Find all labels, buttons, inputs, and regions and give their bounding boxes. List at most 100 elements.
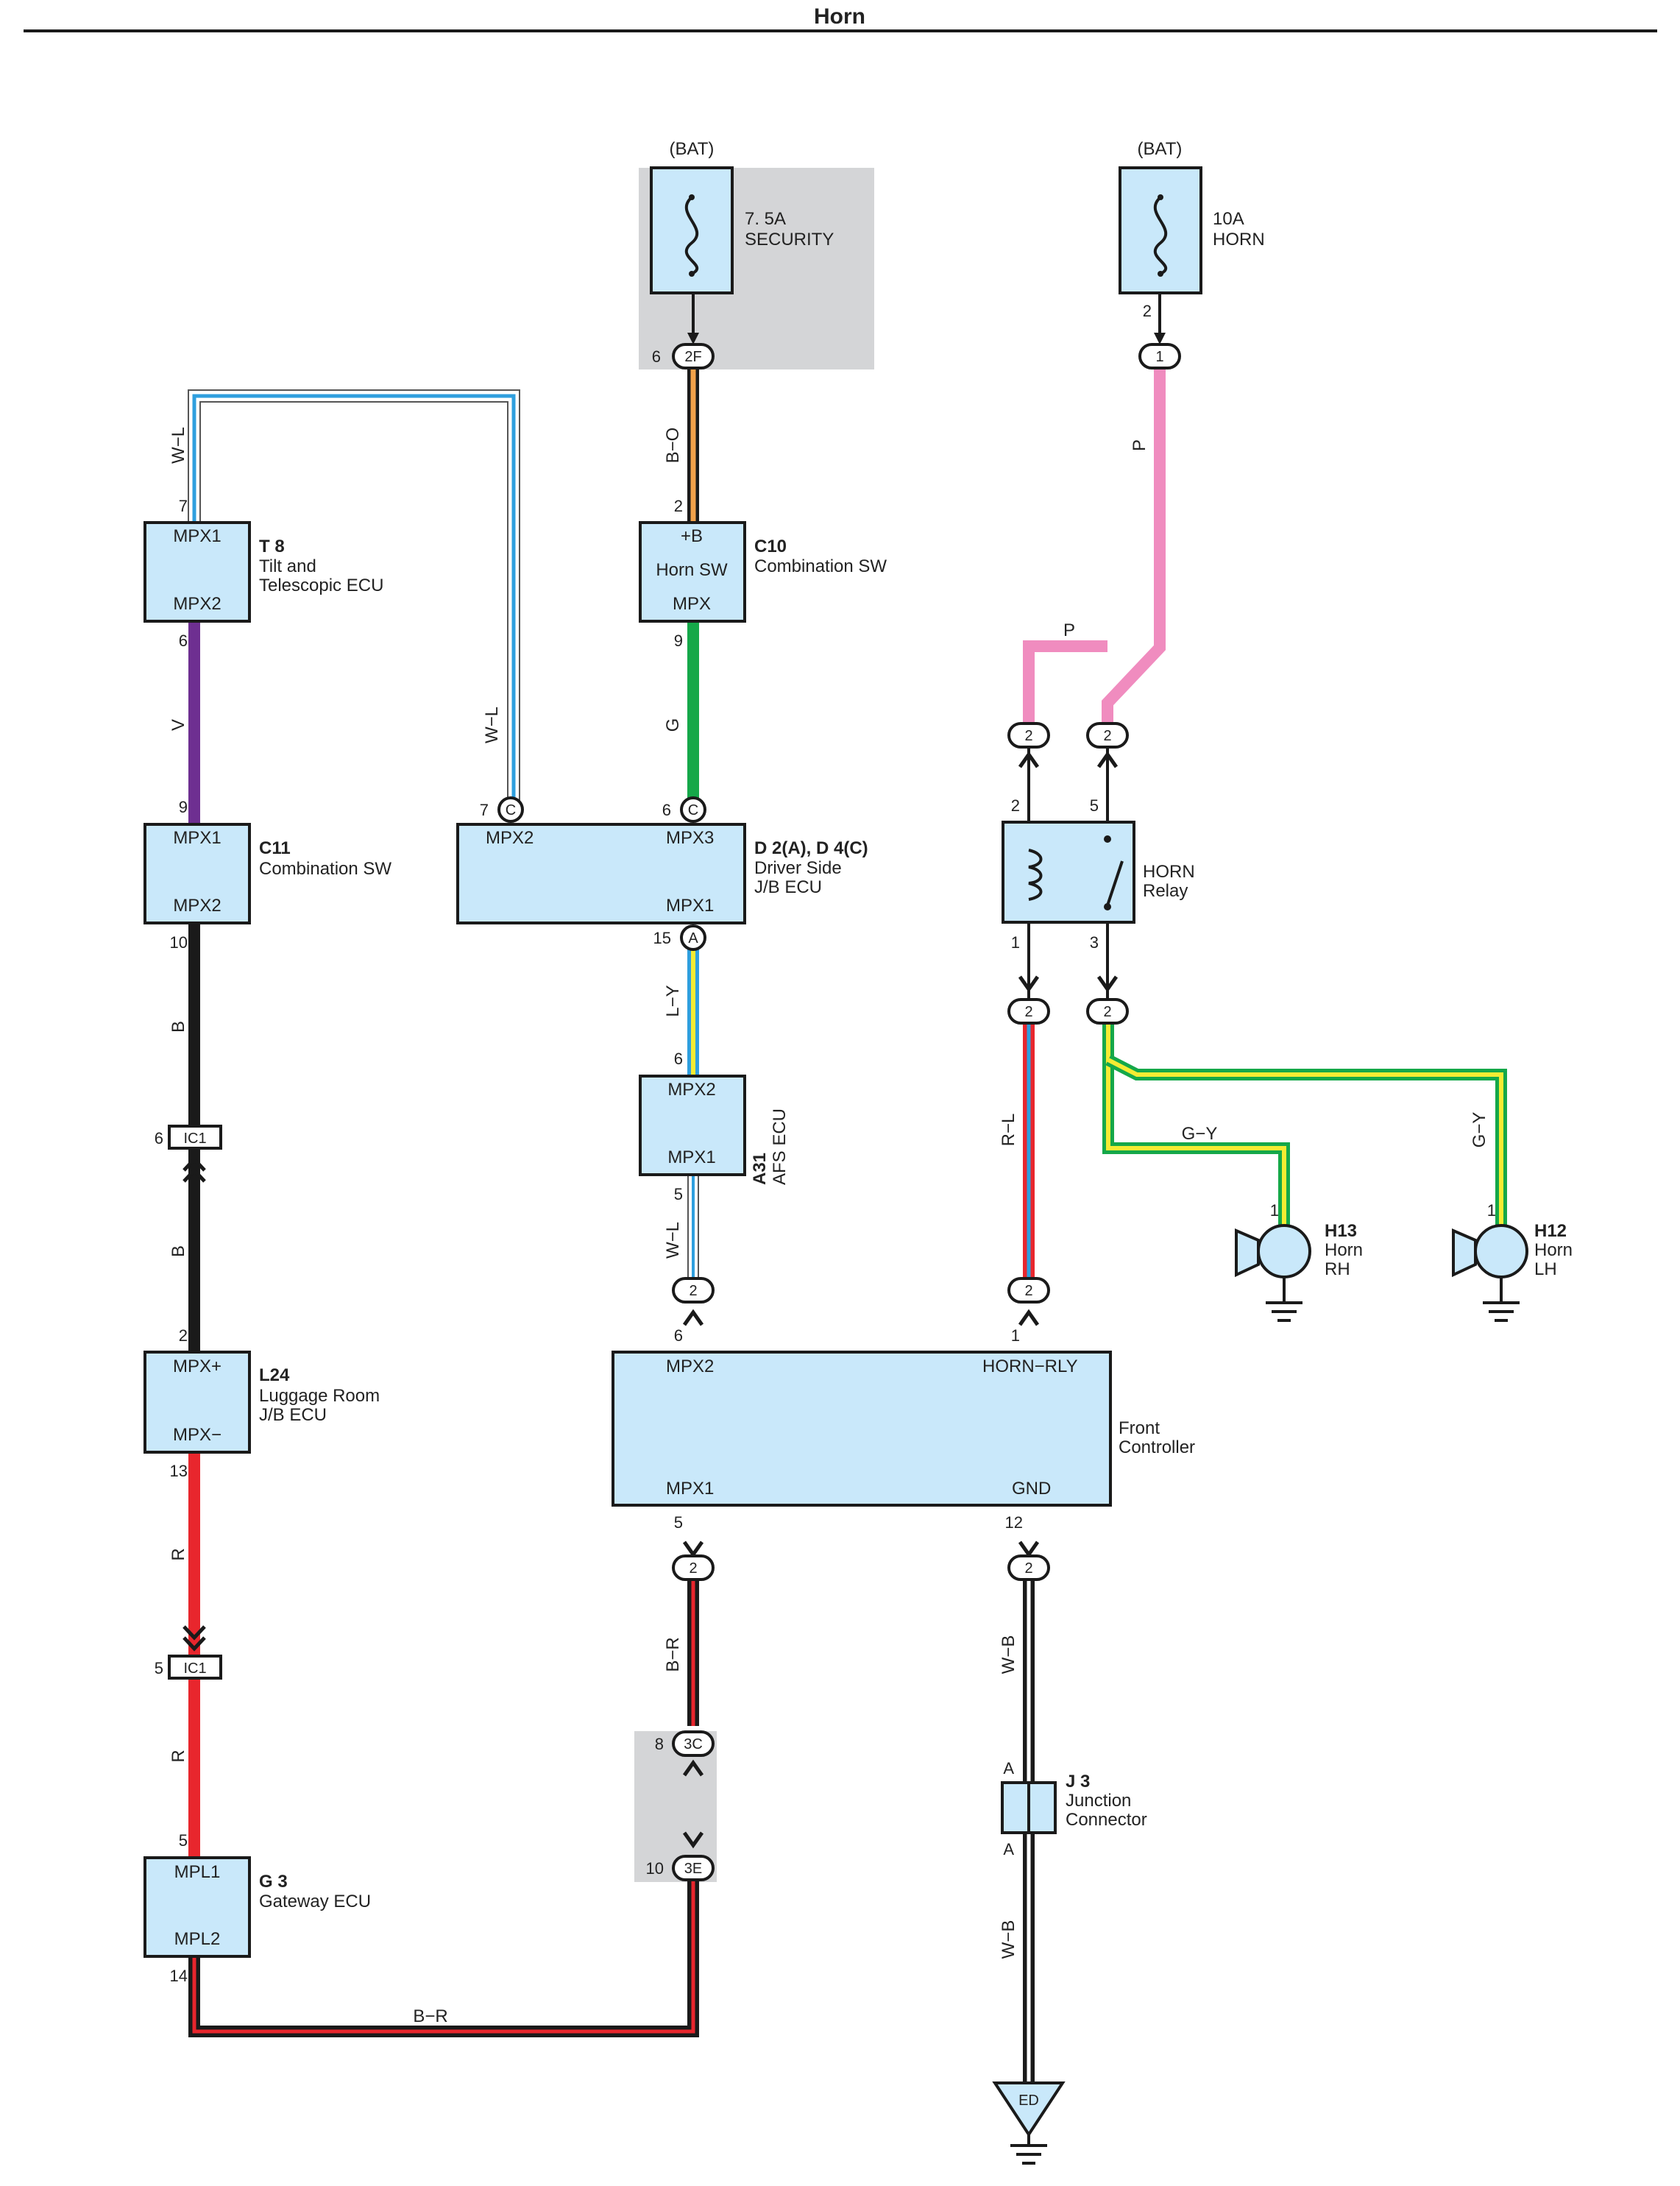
svg-text:Horn SW: Horn SW [656,560,728,580]
svg-text:A: A [688,930,698,947]
component-l24: MPX+ MPX− L24 Luggage Room J/B ECU 2 13 [143,1326,380,1480]
svg-text:15: 15 [653,929,671,947]
svg-text:Driver Side: Driver Side [754,858,842,878]
svg-text:Front: Front [1119,1418,1160,1438]
wire-gy [1102,1023,1507,1225]
fuse-security-name: SECURITY [745,230,834,250]
connector-gnd-2: 2 [1007,1541,1050,1581]
svg-text:5: 5 [674,1513,683,1532]
svg-text:5: 5 [155,1659,163,1677]
svg-text:10: 10 [170,933,188,952]
svg-text:MPX2: MPX2 [173,896,221,916]
svg-text:6: 6 [155,1129,163,1147]
wire-label-gy-h13: G−Y [1182,1124,1218,1144]
svg-text:Connector: Connector [1066,1810,1147,1830]
wire-wl-top [188,389,520,808]
svg-text:MPL2: MPL2 [174,1929,221,1949]
h13-id: H13 [1325,1221,1357,1241]
svg-text:5: 5 [1090,796,1099,815]
wire-label-v: V [169,719,188,731]
svg-text:IC1: IC1 [183,1131,206,1147]
relay-top-connectors: 2 2 [1007,722,1129,768]
junction-ic1-upper: IC1 6 [155,1125,222,1183]
component-j3: A A J 3 Junction Connector [1001,1759,1147,1858]
svg-text:A: A [1003,1840,1014,1858]
component-c10: +B Horn SW MPX C10 Combination SW 2 9 [639,497,887,650]
svg-text:MPX1: MPX1 [667,1147,715,1167]
svg-text:8: 8 [655,1735,664,1753]
svg-text:6: 6 [662,801,671,819]
svg-text:1: 1 [1011,1326,1020,1345]
svg-text:J/B ECU: J/B ECU [259,1405,327,1425]
svg-text:+B: +B [681,526,703,546]
t8-id: T 8 [259,537,285,556]
svg-text:3: 3 [1090,933,1099,952]
bat-left-label: (BAT) [670,139,715,159]
svg-text:7: 7 [480,801,489,819]
wire-label-br-ctrl: B−R [663,1637,683,1672]
svg-text:Horn: Horn [1325,1240,1363,1260]
svg-text:2: 2 [1103,728,1111,744]
fuse-horn-name: HORN [1213,230,1265,250]
wire-label-wl-afs: W−L [663,1222,683,1259]
svg-text:10: 10 [646,1859,664,1878]
svg-text:Telescopic ECU: Telescopic ECU [259,576,383,595]
junction-ic1-lower: IC1 5 [155,1625,222,1680]
svg-text:MPX2: MPX2 [486,828,534,848]
svg-text:6: 6 [179,632,188,650]
wire-p-top [1023,640,1107,725]
svg-text:9: 9 [674,632,683,650]
svg-text:Combination SW: Combination SW [259,859,391,879]
wire-label-r-lower: R [169,1750,188,1762]
wire-label-b-lower: B [169,1245,188,1257]
component-horn-relay: HORN Relay 2 5 1 3 [1002,796,1195,952]
connector-afs-2: 2 [672,1277,715,1326]
svg-text:2: 2 [1024,1004,1032,1020]
component-d2-d4: MPX2 MPX3 MPX1 D 2(A), D 4(C) Driver Sid… [456,796,868,951]
fuse-security: (BAT) 7. 5A SECURITY 2F 6 [650,139,834,369]
svg-text:3E: 3E [684,1861,702,1877]
d2-id: D 2(A), D 4(C) [754,838,868,858]
svg-text:Tilt and: Tilt and [259,556,316,576]
wire-label-wl-top: W−L [169,427,188,464]
connector-rl-2: 2 [1007,1277,1050,1326]
svg-text:Luggage Room: Luggage Room [259,1386,380,1406]
svg-text:MPX2: MPX2 [666,1356,714,1376]
svg-text:IC1: IC1 [183,1660,206,1677]
fuse-horn: (BAT) 10A HORN 1 2 [1119,139,1265,369]
svg-text:3C: 3C [684,1736,703,1752]
c10-id: C10 [754,537,787,556]
j3-id: J 3 [1066,1772,1090,1791]
svg-text:2: 2 [689,1560,697,1577]
svg-text:2: 2 [1024,1283,1032,1299]
svg-text:GND: GND [1012,1479,1051,1499]
connector-br-2: 2 [672,1541,715,1581]
wire-label-g: G [663,718,683,732]
component-g3: MPL1 MPL2 G 3 Gateway ECU 5 14 [143,1831,371,1985]
wire-label-p-vert: P [1130,439,1149,451]
fuse-horn-amp: 10A [1213,209,1244,229]
svg-text:6: 6 [674,1326,683,1345]
wire-label-wb-lower: W−B [999,1920,1018,1959]
svg-text:Combination SW: Combination SW [754,556,887,576]
component-h13-horn-rh: H13 Horn RH 1 [1235,1201,1363,1322]
svg-text:MPX1: MPX1 [666,896,714,916]
svg-text:MPX1: MPX1 [173,828,221,848]
junction-3c-3e: 3C 8 3E 10 [646,1730,715,1881]
svg-text:C: C [688,802,698,818]
svg-text:MPX1: MPX1 [666,1479,714,1499]
svg-text:Controller: Controller [1119,1437,1195,1457]
wire-label-b-upper: B [169,1021,188,1033]
svg-text:A: A [1003,1759,1014,1778]
component-a31: MPX2 MPX1 A31 AFS ECU 6 5 [639,1050,790,1203]
svg-text:C: C [506,802,516,818]
svg-text:5: 5 [179,1831,188,1850]
fuse-security-connector: 2F [684,349,701,365]
component-front-controller: MPX2 HORN−RLY MPX1 GND Front Controller … [612,1326,1195,1532]
svg-text:MPX1: MPX1 [173,526,221,546]
c11-id: C11 [259,838,291,858]
l24-id: L24 [259,1365,290,1385]
wire-label-br-bottom: B−R [413,2006,447,2026]
svg-text:MPL1: MPL1 [174,1862,221,1882]
